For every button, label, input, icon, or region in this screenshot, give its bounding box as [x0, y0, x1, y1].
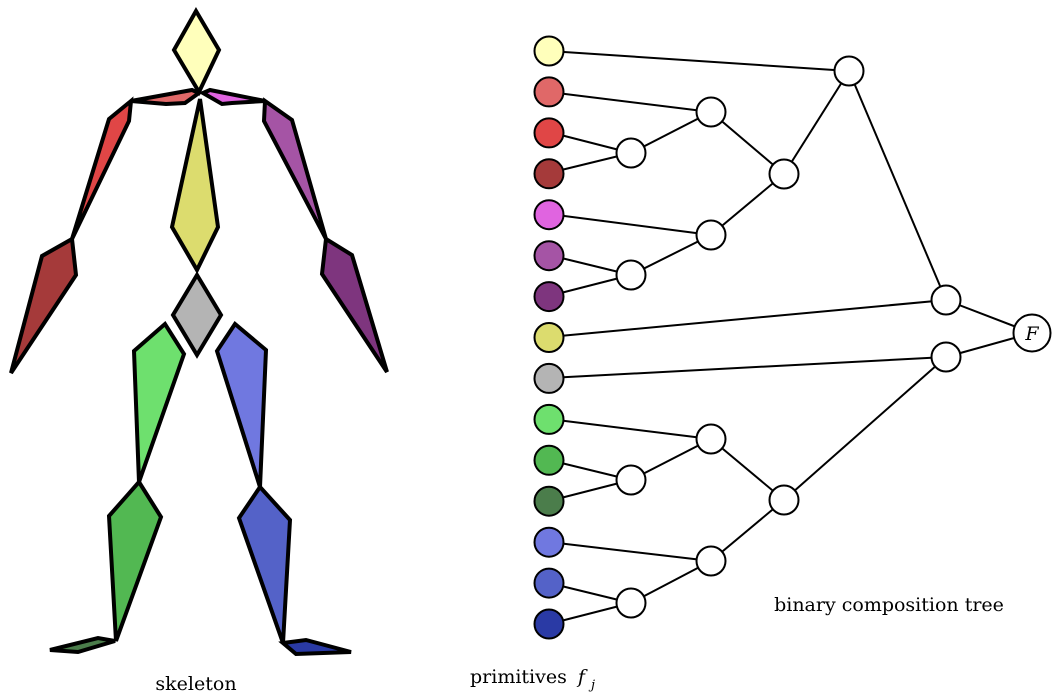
edge: [710, 438, 785, 501]
primitive-leaf-shoulder-left: [533, 76, 565, 108]
tree-node: [695, 96, 727, 128]
bone-head: [171, 6, 222, 97]
bone-foot-right: [278, 637, 352, 657]
tree-node: [833, 55, 865, 87]
edge: [548, 213, 712, 236]
primitive-leaf-upper-arm-left: [533, 117, 565, 149]
tree-node: [615, 464, 647, 496]
edge: [548, 541, 712, 562]
bone-forearm-right: [319, 235, 389, 374]
primitive-leaves: [533, 35, 565, 640]
primitive-leaf-foot-right: [533, 608, 565, 640]
tree-node: [615, 137, 647, 169]
edge: [548, 299, 947, 338]
primitive-leaf-pelvis: [533, 362, 565, 394]
primitive-leaf-foot-left: [533, 485, 565, 517]
bone-forearm-left: [9, 235, 79, 375]
edge: [783, 356, 947, 501]
primitive-leaf-thigh-left: [533, 403, 565, 435]
primitives-caption-symbol: f: [576, 666, 588, 688]
primitive-leaf-shin-right: [533, 567, 565, 599]
tree-caption: binary composition tree: [774, 594, 1004, 616]
primitive-leaf-forearm-left: [533, 158, 565, 190]
edge: [783, 70, 850, 175]
primitive-leaf-shoulder-right: [533, 199, 565, 231]
tree-node: [615, 587, 647, 619]
skeleton-figure: [9, 6, 389, 657]
bone-shoulder-right: [198, 87, 266, 107]
primitive-leaf-torso: [533, 322, 565, 353]
primitives-caption: primitives f j: [470, 666, 595, 693]
tree-node: [695, 545, 727, 577]
tree-node: [930, 341, 962, 373]
primitive-leaf-thigh-right: [533, 526, 565, 558]
bone-upper-arm-left: [70, 96, 134, 240]
tree-internal-nodes: [615, 55, 1052, 619]
bone-thigh-right: [214, 321, 269, 488]
root-label: F: [1024, 323, 1039, 345]
edge: [710, 499, 785, 562]
bone-shoulder-left: [130, 87, 204, 107]
primitives-caption-subscript: j: [588, 678, 595, 693]
primitive-leaf-forearm-right: [533, 281, 565, 313]
edge: [548, 91, 712, 113]
bone-upper-arm-right: [261, 97, 328, 240]
edge: [548, 50, 850, 72]
bone-shin-left: [106, 478, 164, 642]
bone-thigh-left: [131, 320, 187, 483]
edge: [710, 173, 785, 236]
tree-root-node: [1012, 313, 1052, 353]
edge: [548, 356, 947, 379]
bone-foot-left: [49, 635, 116, 655]
tree-node: [695, 423, 727, 455]
tree-node: [768, 158, 800, 190]
bone-torso: [169, 98, 221, 275]
edge: [848, 70, 947, 301]
primitive-leaf-head: [533, 35, 565, 67]
tree-edges: [548, 50, 1033, 625]
edge: [548, 418, 712, 440]
primitive-leaf-shin-left: [533, 444, 565, 476]
tree-node: [695, 219, 727, 251]
primitives-caption-text: primitives: [470, 666, 567, 688]
tree-node: [768, 484, 800, 516]
tree-node: [930, 284, 962, 316]
skeleton-caption: skeleton: [155, 673, 236, 695]
primitive-leaf-upper-arm-right: [533, 240, 565, 272]
tree-node: [615, 259, 647, 291]
bone-pelvis: [170, 271, 224, 359]
edge: [710, 111, 785, 175]
bone-shin-right: [236, 483, 293, 644]
